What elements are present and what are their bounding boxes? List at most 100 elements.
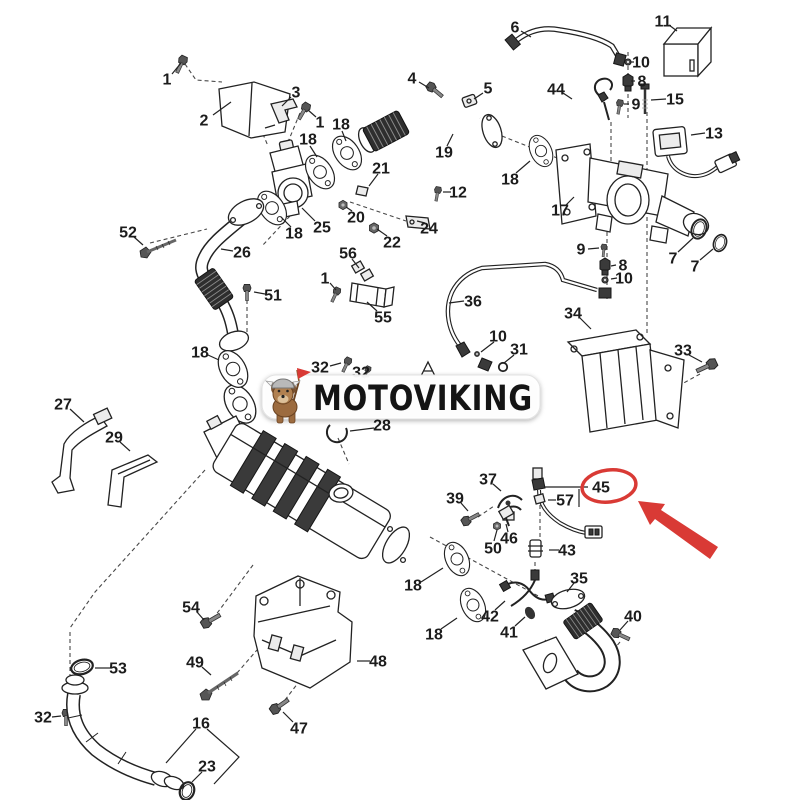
part-label-18-4: 18 — [299, 132, 317, 149]
valve-assembly-part-17 — [555, 143, 710, 244]
gasket-18-d — [211, 344, 255, 394]
part-label-47-66: 47 — [290, 721, 308, 738]
bolt-9-b — [599, 243, 608, 258]
part-label-41-59: 41 — [500, 625, 518, 642]
bolt-part-51 — [242, 284, 252, 301]
bracket-part-48 — [253, 575, 353, 689]
part-label-32-43: 32 — [311, 360, 329, 377]
bolt-part-1 — [172, 54, 190, 75]
bolt-part-39 — [459, 509, 482, 528]
watermark: MOTOVIKING — [261, 368, 541, 424]
oring-part-31 — [497, 361, 509, 373]
part-label-51-29: 51 — [264, 288, 282, 305]
bolt-part-47 — [267, 695, 292, 717]
nut-part-22 — [369, 222, 379, 234]
sensor-part-44 — [594, 77, 613, 121]
nut-part-50 — [492, 521, 502, 531]
bolt-part-49 — [199, 671, 239, 701]
fitting-tube36-end — [598, 287, 612, 299]
part-label-5-8: 5 — [484, 81, 493, 98]
part-label-50-53: 50 — [484, 541, 502, 558]
bracket-part-3 — [270, 98, 298, 124]
part-label-13-16: 13 — [705, 126, 723, 143]
part-label-55-28: 55 — [374, 310, 392, 327]
ring-clamp-28 — [325, 424, 348, 444]
part-label-25-23: 25 — [313, 220, 331, 237]
part-label-26-31: 26 — [233, 245, 251, 262]
part-label-20-20: 20 — [347, 210, 365, 227]
part-label-53-62: 53 — [109, 661, 127, 678]
part-label-8-35: 8 — [619, 258, 628, 275]
pipe-part-26 — [193, 198, 265, 352]
bracket-part-27 — [51, 407, 113, 494]
cover-part-2 — [218, 81, 291, 139]
leader-lines — [51, 24, 714, 785]
clamp-a — [420, 360, 436, 377]
part-label-7-33: 7 — [691, 259, 700, 276]
fitting-8-a — [622, 73, 634, 92]
nut-part-20 — [338, 199, 348, 211]
part-label-23-68: 23 — [198, 759, 216, 776]
part-label-8-12: 8 — [638, 74, 647, 91]
tube-part-36 — [445, 261, 598, 358]
parts-layer — [51, 26, 741, 800]
part-label-3-2: 3 — [292, 85, 301, 102]
part-label-18-55: 18 — [404, 578, 422, 595]
watermark-mascot-icon — [265, 368, 311, 424]
part-label-10-36: 10 — [615, 271, 633, 288]
part-label-49-63: 49 — [186, 655, 204, 672]
bracket-part-29 — [107, 454, 159, 508]
part-label-24-21: 24 — [420, 221, 438, 238]
bolt-part-4 — [424, 80, 446, 101]
bolt-part-12 — [432, 185, 443, 202]
oring-part-23 — [178, 781, 196, 800]
pipe-part-19 — [357, 106, 503, 153]
plug-part-41 — [524, 606, 536, 620]
egr-cooler-part-28 — [203, 378, 411, 564]
oring-7-b — [710, 231, 730, 255]
part-label-1-3: 1 — [316, 115, 325, 132]
part-label-7-32: 7 — [669, 251, 678, 268]
part-label-6-9: 6 — [511, 20, 520, 37]
bracket-part-55 — [349, 282, 395, 308]
hose-part-16 — [61, 674, 185, 791]
part-label-10-11: 10 — [632, 55, 650, 72]
part-label-36-37: 36 — [464, 294, 482, 311]
part-label-29-46: 29 — [105, 430, 123, 447]
elbow-part-35 — [522, 588, 621, 693]
part-label-16-67: 16 — [192, 716, 210, 733]
part-label-56-26: 56 — [339, 246, 357, 263]
box-part-11 — [662, 26, 713, 78]
part-label-32-65: 32 — [34, 710, 52, 727]
clip-part-57 — [533, 493, 546, 505]
part-label-33-41: 33 — [674, 343, 692, 360]
bracket-part-24 — [405, 215, 431, 230]
part-label-10-38: 10 — [489, 329, 507, 346]
part-label-15-14: 15 — [666, 92, 684, 109]
connector-part-13 — [652, 126, 741, 178]
part-label-1-27: 1 — [321, 271, 330, 288]
bolt-part-54 — [198, 610, 223, 631]
part-label-4-7: 4 — [408, 71, 417, 88]
highlight-circle-45 — [580, 468, 638, 504]
part-label-2-1: 2 — [200, 113, 209, 130]
bolt-part-15 — [640, 83, 650, 114]
part-label-37-48: 37 — [479, 472, 497, 489]
part-label-18-24: 18 — [285, 226, 303, 243]
highlight-arrow — [638, 501, 718, 559]
part-label-52-30: 52 — [119, 225, 137, 242]
part-label-11-15: 11 — [655, 14, 672, 31]
fitting-8-b — [599, 257, 611, 276]
part-label-19-6: 19 — [435, 145, 453, 162]
part-label-18-5: 18 — [332, 117, 350, 134]
part-label-27-45: 27 — [54, 397, 72, 414]
clip-part-21 — [355, 185, 369, 197]
washer-10-b — [601, 276, 609, 284]
part-label-18-25: 18 — [501, 172, 519, 189]
part-label-44-10: 44 — [547, 82, 565, 99]
part-label-18-58: 18 — [425, 627, 443, 644]
oring-part-53 — [70, 658, 94, 676]
